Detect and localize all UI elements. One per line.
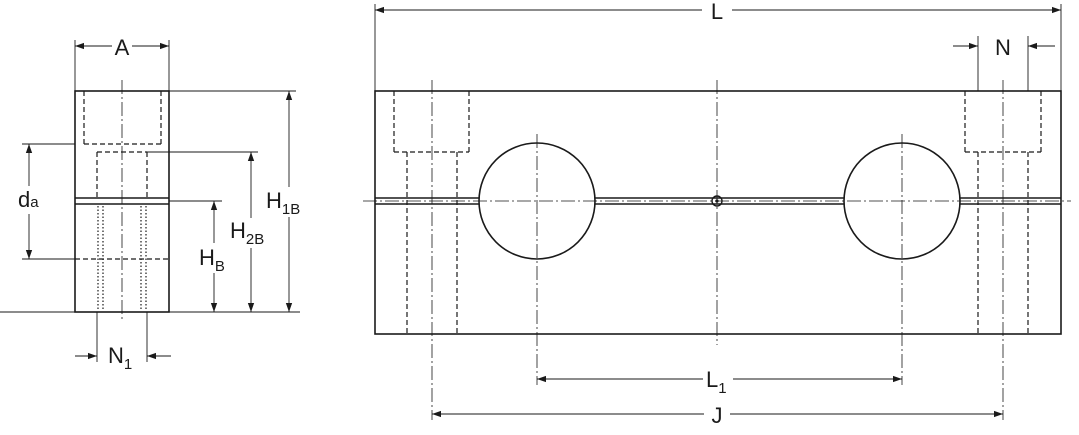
dim-label-hb: HB [199, 245, 225, 275]
dim-label-h1b: H1B [266, 188, 300, 218]
dim-label-l1: L1 [706, 367, 727, 397]
dim-label-h2b: H2B [230, 218, 264, 248]
dim-label-j: J [712, 403, 723, 428]
dim-label-a: A [115, 35, 130, 60]
front-view: L N L1 J [363, 0, 1071, 428]
dim-label-da: da [18, 187, 39, 212]
dim-label-n: N [995, 35, 1011, 60]
dim-label-n1: N1 [108, 343, 132, 373]
dim-label-l: L [711, 0, 723, 24]
side-view: A da HB H2B H1B [0, 35, 300, 373]
